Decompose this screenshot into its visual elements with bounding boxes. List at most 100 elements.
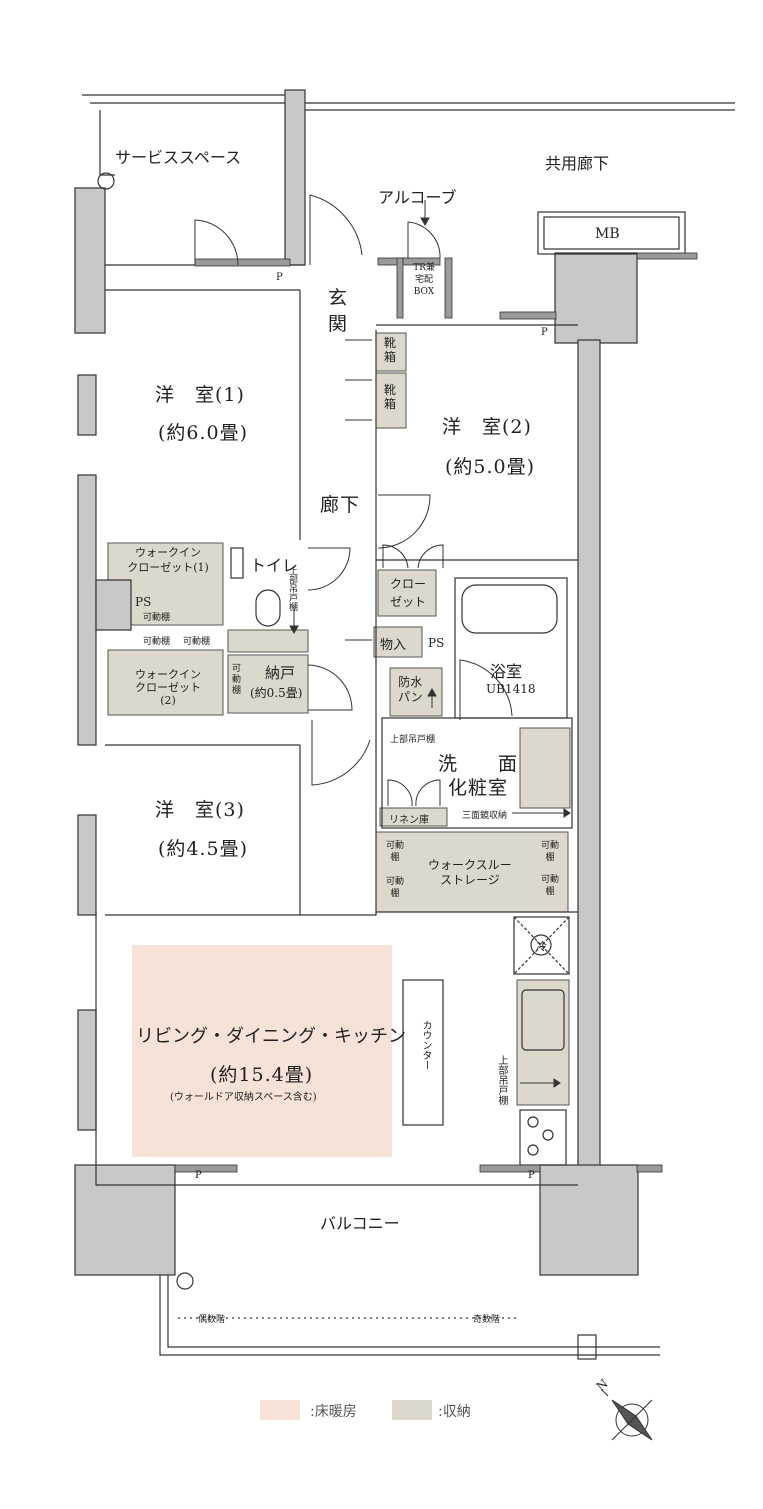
fridge-circle (530, 934, 552, 956)
p-mark-4: P (528, 1170, 535, 1181)
mb-inner (543, 216, 680, 250)
ps-block (95, 579, 132, 631)
walk-through-storage-label: ウォークスルーストレージ (428, 858, 512, 887)
arrow-toilet-cab-head (289, 625, 299, 635)
ps-left-label: PS (135, 595, 152, 609)
wts-shelf-1: 可動棚 (386, 841, 405, 863)
nando-zone (227, 654, 309, 714)
toilet-bowl (255, 589, 281, 627)
legend-floor-heating-swatch (260, 1400, 300, 1420)
waterproof-pan-label: 防水パン (398, 675, 423, 704)
door-alcove (407, 221, 441, 259)
fridge-x2 (513, 916, 570, 975)
p-mark-3: P (195, 1170, 202, 1181)
shoe-box-2-label: 靴箱 (384, 383, 397, 411)
entrance-label: 玄関 (328, 287, 349, 335)
fridge-x1 (513, 916, 570, 975)
toilet-label: トイレ (250, 556, 299, 575)
balcony-outline (159, 1275, 660, 1356)
bath-code: UB1418 (486, 682, 536, 696)
wic2-label: ウォークインクローゼット(2) (135, 668, 201, 707)
floor-heating-zone (132, 945, 392, 1157)
hatch-wall-3 (396, 257, 404, 319)
counter-box (402, 979, 444, 1126)
room3-name: 洋 室(3) (155, 799, 245, 821)
hatch-wall-4 (444, 257, 453, 319)
storage-room-zone (373, 626, 423, 658)
shelf-a-label: 可動棚 (143, 637, 171, 647)
wts-shelf-4: 可動棚 (541, 875, 560, 897)
washroom-label: 洗 面化粧室 (438, 753, 519, 799)
shoe-box-1-label: 靴箱 (384, 336, 397, 364)
balcony-label: バルコニー (320, 1214, 400, 1233)
closet-zone (377, 569, 437, 617)
wall-left-bottom (77, 1009, 97, 1131)
toilet-tank (230, 547, 244, 579)
legend-storage-label: :収納 (438, 1404, 471, 1420)
p-mark-2: P (541, 327, 548, 338)
toilet-upper-cabinet-label: 上部吊戸棚 (287, 566, 297, 611)
room2-name: 洋 室(2) (442, 416, 532, 438)
ldk-name: リビング・ダイニング・キッチン (136, 1026, 406, 1047)
door-bath (459, 659, 513, 720)
hatch-wall-1 (194, 258, 291, 267)
burner-1 (527, 1116, 539, 1128)
wall-left-mid (77, 474, 97, 746)
door-nando (307, 664, 353, 711)
door-closet-r (417, 544, 444, 569)
toilet-shelf-zone (227, 629, 309, 653)
wic1-shelf-label: 可動棚 (143, 613, 171, 623)
hatch-wall-7 (174, 1164, 238, 1173)
drain-left-top (97, 172, 115, 190)
stove-box (519, 1109, 567, 1166)
ldk-size: (約15.4畳) (210, 1064, 314, 1086)
legend-storage-swatch (392, 1400, 432, 1420)
shelf-b-label: 可動棚 (183, 637, 211, 647)
common-corridor-label: 共用廊下 (545, 154, 610, 173)
washroom-upper-cabinet-label: 上部吊戸棚 (390, 735, 436, 745)
wic2-zone (107, 649, 224, 716)
door-closet-l (382, 544, 409, 569)
odd-floor-label: 奇数階 (473, 1315, 501, 1325)
linen-zone (379, 807, 448, 827)
door-washroom-r (415, 779, 441, 807)
p-mark-1: P (276, 272, 283, 283)
mirror-storage-label: 三面鏡収納 (462, 811, 508, 821)
door-toilet (307, 547, 351, 591)
bath-name: 浴室 (490, 662, 523, 681)
wic1-label: ウォークインクローゼット(1) (127, 546, 209, 574)
hatch-wall-6 (636, 252, 698, 260)
hatch-wall-5 (499, 311, 557, 320)
even-floor-label: 偶数階 (198, 1315, 226, 1325)
arrow-mirror-head (563, 808, 571, 818)
mb-box (537, 211, 686, 255)
shoe-box-2-zone (375, 372, 407, 429)
ps-mid-label: PS (428, 636, 445, 650)
door-shoebox (345, 339, 372, 421)
kitchen-cabinet-label: 上部吊戸棚 (496, 1055, 507, 1105)
door-washroom-l (387, 779, 413, 807)
wall-mb-column (554, 252, 638, 344)
room1-name: 洋 室(1) (155, 384, 245, 406)
legend-floor-heating-label: :床暖房 (310, 1404, 357, 1420)
counter-label: カウンター (420, 1020, 431, 1070)
wall-left-upper (74, 187, 106, 334)
wall-right-long (577, 339, 601, 1181)
door-room3 (311, 720, 371, 786)
arrow-pan-head (427, 687, 437, 697)
nando-name: 納戸 (265, 664, 296, 682)
wts-shelf-3: 可動棚 (541, 841, 560, 863)
shoe-box-1-zone (375, 332, 407, 372)
ldk-note: (ウォールドア収納スペース含む) (170, 1092, 317, 1103)
burner-3 (527, 1144, 539, 1156)
wall-bottom-right (539, 1164, 639, 1276)
fridge-box (513, 916, 570, 975)
wall-left-lower (77, 814, 97, 916)
door-entrance (309, 194, 363, 265)
fridge-label: 冷 (536, 940, 547, 953)
balcony-outline-2 (167, 1275, 660, 1348)
washroom-box (381, 717, 573, 829)
wall-left-stub (77, 374, 97, 436)
linen-label: リネン庫 (389, 815, 429, 826)
